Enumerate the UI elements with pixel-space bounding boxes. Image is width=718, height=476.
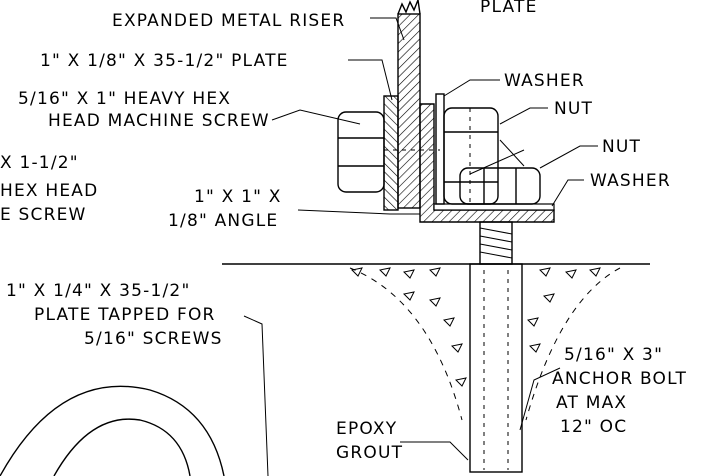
label-left-screw-1: X 1-1/2" — [0, 153, 79, 173]
angle-section — [419, 103, 555, 223]
anchor-threads — [479, 221, 513, 265]
label-washer-lower: WASHER — [590, 171, 671, 191]
label-epoxy-1: EPOXY — [336, 419, 397, 439]
curved-pipe — [0, 385, 225, 476]
label-anchor-1: 5/16" X 3" — [564, 345, 663, 365]
nut-upper — [443, 107, 499, 205]
washer-upper — [435, 93, 445, 205]
label-anchor-3: AT MAX — [556, 393, 627, 413]
flat-plate — [383, 95, 399, 211]
label-expanded-metal-riser: EXPANDED METAL RISER — [112, 11, 345, 31]
label-tapped-plate-1: 1" X 1/4" X 35-1/2" — [6, 281, 190, 301]
label-angle-1: 1" X 1" X — [194, 187, 282, 207]
label-heavy-hex-1: 5/16" X 1" HEAVY HEX — [18, 89, 231, 109]
label-plate-1: 1" X 1/8" X 35-1/2" PLATE — [40, 51, 289, 71]
label-nut-upper: NUT — [554, 99, 593, 119]
label-heavy-hex-2: HEAD MACHINE SCREW — [48, 111, 270, 131]
label-plate-top: PLATE — [480, 0, 538, 17]
epoxy-grout — [349, 267, 621, 421]
leader-lines — [243, 17, 598, 476]
label-tapped-plate-3: 5/16" SCREWS — [84, 329, 223, 349]
label-nut-lower: NUT — [602, 137, 641, 157]
label-tapped-plate-2: PLATE TAPPED FOR — [34, 305, 216, 325]
nut-lower — [459, 139, 541, 205]
label-anchor-2: ANCHOR BOLT — [552, 369, 687, 389]
label-left-screw-2: HEX HEAD — [0, 181, 98, 201]
label-left-screw-3: E SCREW — [0, 205, 87, 225]
label-angle-2: 1/8" ANGLE — [168, 211, 278, 231]
anchor-bolt — [469, 263, 523, 473]
label-anchor-4: 12" OC — [560, 417, 627, 437]
label-washer-upper: WASHER — [504, 71, 585, 91]
hex-head-screw — [337, 111, 440, 193]
label-epoxy-2: GROUT — [336, 443, 403, 463]
